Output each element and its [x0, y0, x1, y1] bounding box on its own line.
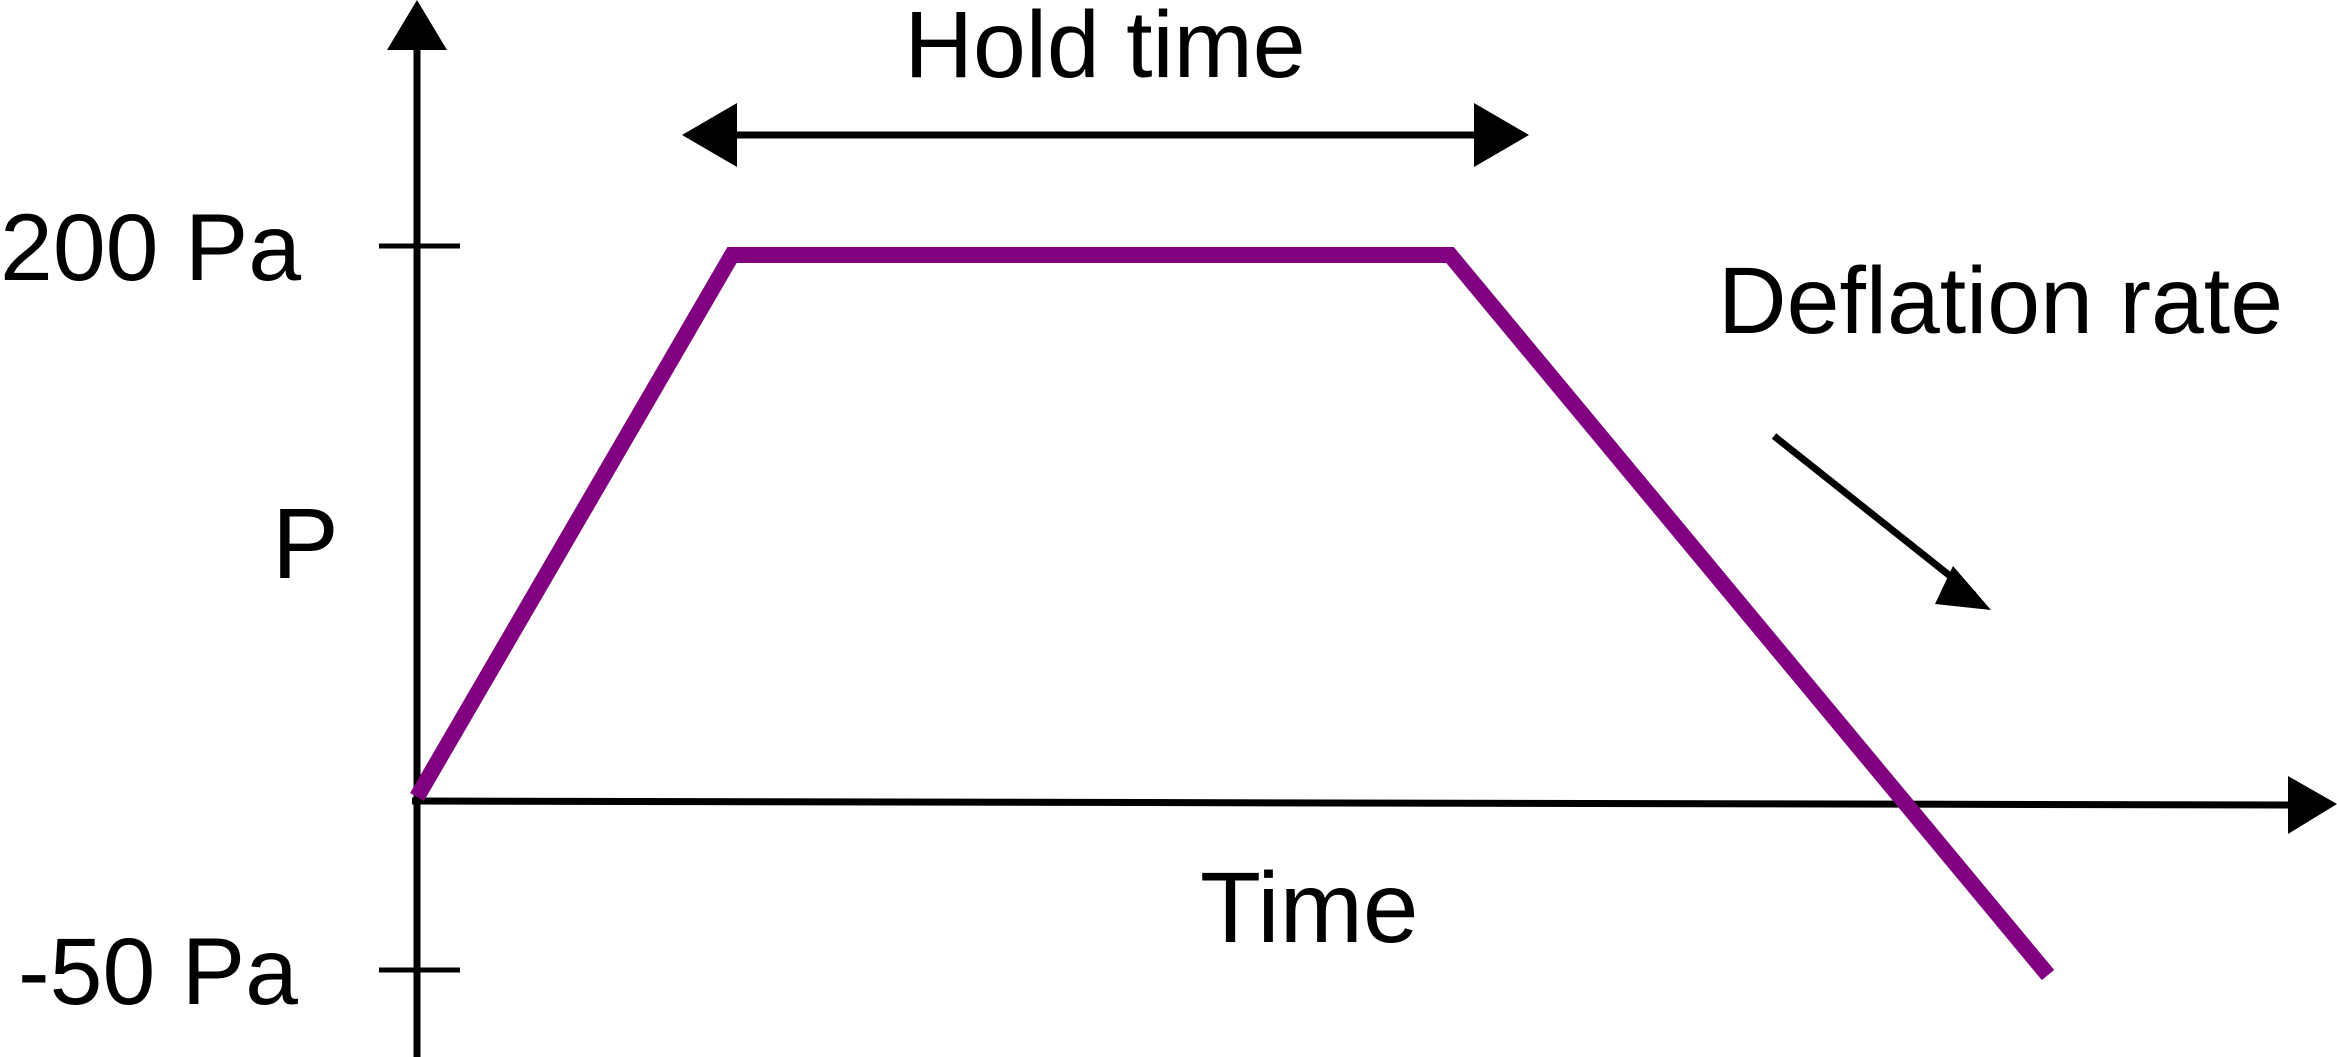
deflation-rate-arrow-shaft: [1771, 433, 1977, 598]
y-axis-label: P: [272, 488, 339, 600]
hold-time-arrowhead-left: [682, 103, 737, 167]
deflation-rate-arrowhead: [1935, 566, 1991, 610]
deflation-rate-label: Deflation rate: [1718, 248, 2283, 354]
x-axis-arrowhead: [2288, 776, 2337, 834]
pressure-curve: [410, 247, 2055, 981]
x-axis: [411, 797, 2291, 809]
hold-time-label: Hold time: [904, 0, 1305, 98]
x-axis-label: Time: [1200, 852, 1419, 964]
hold-time-arrowhead-right: [1474, 103, 1529, 167]
y-axis-arrowhead: [387, 0, 447, 50]
y-tick-bottom-label: -50 Pa: [18, 919, 298, 1025]
y-tick-top-label: 200 Pa: [0, 195, 301, 301]
